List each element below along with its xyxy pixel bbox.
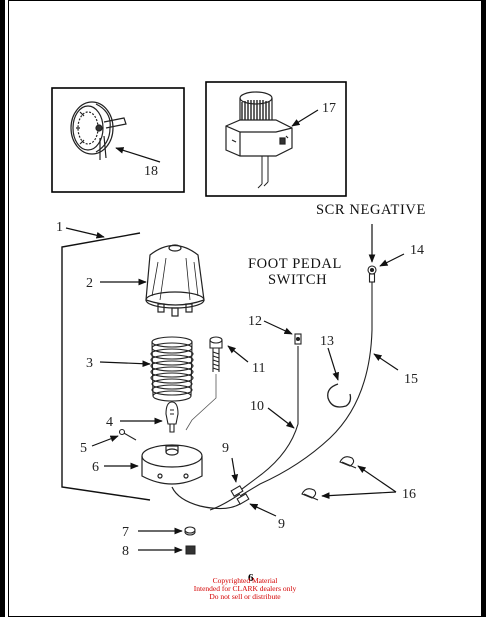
callout-16: 16 [402, 487, 416, 502]
leader-9a [231, 457, 239, 483]
callout-9-lower: 9 [278, 517, 285, 532]
part-17-flasher-unit [225, 91, 293, 189]
inner-rule [8, 0, 9, 617]
part-12-terminal [294, 333, 302, 345]
callout-7: 7 [122, 525, 129, 540]
callout-9-upper: 9 [222, 441, 229, 456]
part-5-pin [118, 428, 137, 441]
leader-14 [379, 253, 405, 267]
leader-5 [91, 435, 119, 447]
part-7-washer [184, 526, 196, 536]
leader-10 [267, 407, 295, 429]
assembly-bracket [61, 232, 151, 501]
leader-15 [373, 353, 399, 371]
callout-1: 1 [56, 220, 63, 235]
leader-18 [115, 147, 161, 163]
leader-17 [291, 109, 319, 127]
leader-16b [321, 491, 397, 499]
part-18-lamp-socket [70, 101, 127, 160]
caption-foot-pedal-line1: FOOT PEDAL [248, 256, 342, 272]
part-14-ring-terminal [367, 265, 377, 283]
caption-foot-pedal-line2: SWITCH [268, 272, 327, 288]
frame-gap [5, 0, 8, 617]
callout-12: 12 [248, 314, 262, 329]
callout-6: 6 [92, 460, 99, 475]
part-2-lens [145, 244, 205, 317]
leader-13 [327, 347, 339, 381]
part-8-nut [185, 545, 196, 555]
leader-3 [99, 360, 151, 368]
copyright-line-3: Do not sell or distribute [209, 592, 281, 601]
callout-2: 2 [86, 276, 93, 291]
leader-9b [249, 503, 277, 517]
callout-17: 17 [322, 101, 336, 116]
inset-box-17 [205, 81, 347, 197]
part-4-bulb [165, 401, 179, 433]
leader-11 [227, 345, 249, 363]
callout-10: 10 [250, 399, 264, 414]
callout-13: 13 [320, 334, 334, 349]
inset-box-18 [51, 87, 185, 193]
page-number: 6 [248, 572, 254, 584]
part-11-screw [209, 336, 223, 372]
callout-18: 18 [144, 164, 158, 179]
callout-4: 4 [106, 415, 113, 430]
leader-12 [263, 320, 293, 335]
copyright-notice: Copyrighted Material Intended for CLARK … [175, 577, 315, 601]
part-9-connectors [230, 485, 250, 505]
leader-1 [65, 227, 105, 239]
wiring-harness [209, 282, 373, 511]
caption-scr-negative: SCR NEGATIVE [316, 202, 426, 218]
part-6-base [141, 444, 241, 510]
part-13-clip [327, 383, 352, 408]
copyright-line-2: Intended for CLARK dealers only [193, 584, 297, 593]
callout-11: 11 [252, 361, 265, 376]
callout-15: 15 [404, 372, 418, 387]
callout-3: 3 [86, 356, 93, 371]
part-3-reflector [150, 336, 194, 402]
leader-16a [357, 465, 397, 493]
callout-8: 8 [122, 544, 129, 559]
part-16-clips [301, 456, 357, 501]
screw-path-line [185, 374, 217, 431]
copyright-line-1: Copyrighted Material [212, 576, 278, 585]
callout-5: 5 [80, 441, 87, 456]
callout-14: 14 [410, 243, 424, 258]
